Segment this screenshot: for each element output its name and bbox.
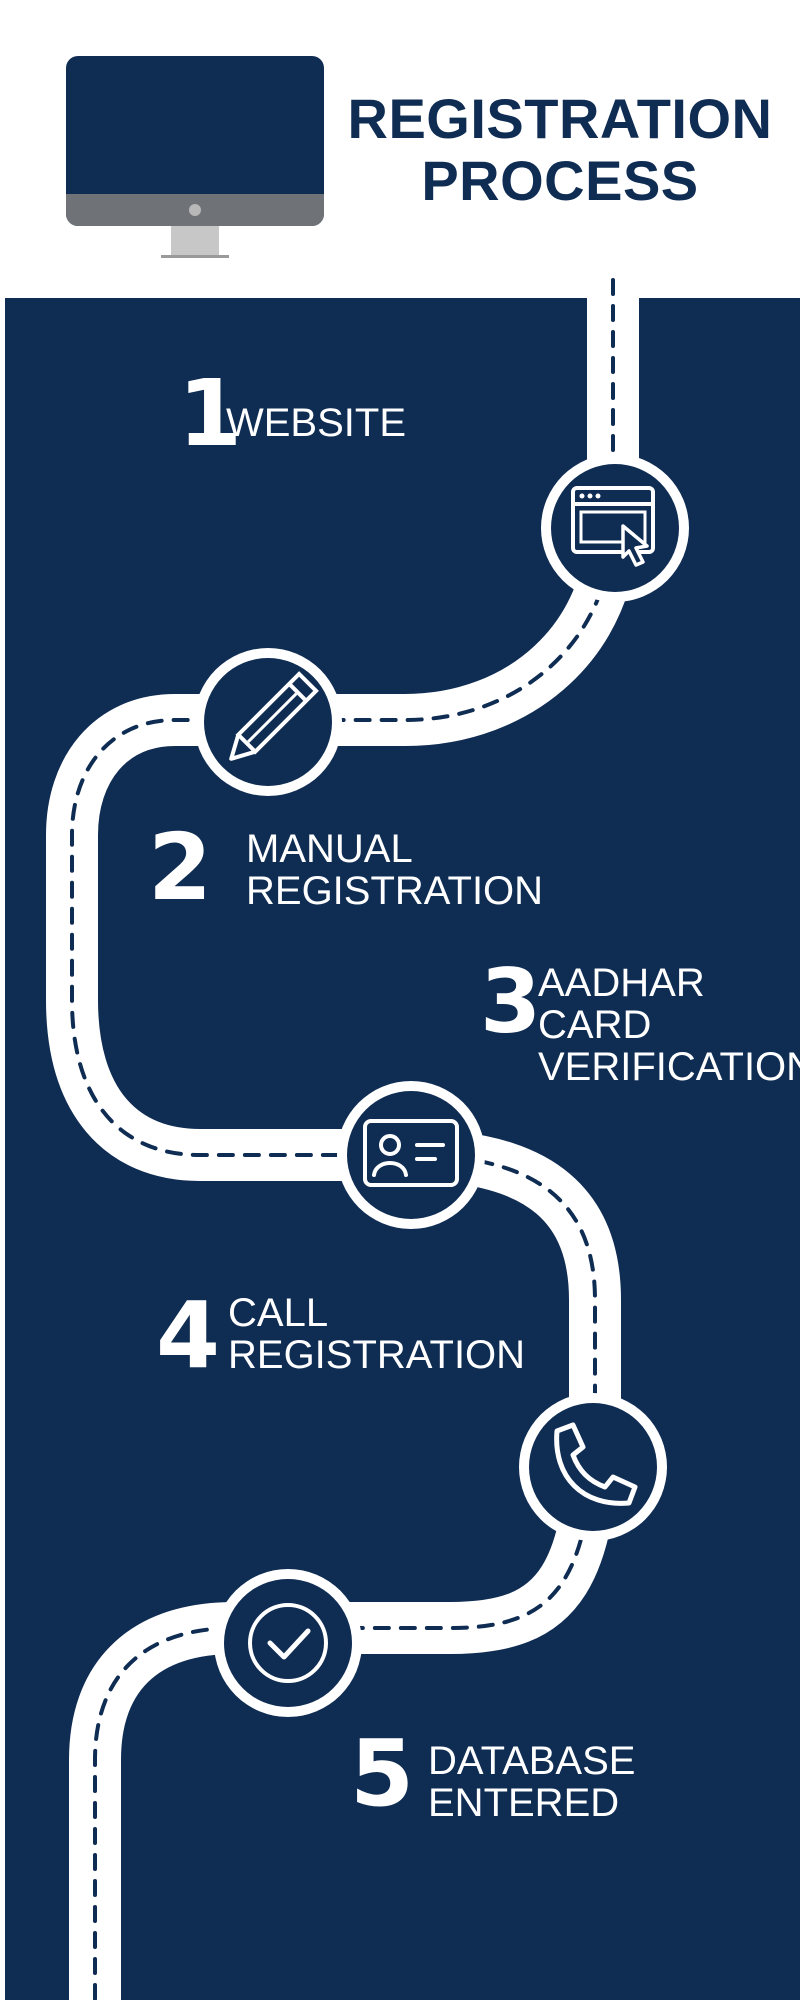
step-label-line: WEBSITE: [226, 401, 407, 445]
step-label-line: VERIFICATION: [538, 1045, 800, 1089]
page-title: REGISTRATION PROCESS: [330, 88, 790, 212]
step-label: WEBSITE: [226, 402, 406, 444]
step-label-line: CALL: [228, 1291, 329, 1335]
step-label-line: AADHAR: [538, 961, 705, 1005]
step-label-line: REGISTRATION: [246, 869, 544, 913]
step-label-line: CARD: [538, 1003, 652, 1047]
step-number: 4: [156, 1282, 221, 1389]
step-number: 1: [178, 360, 243, 467]
step-label-line: DATABASE: [428, 1739, 636, 1783]
browser-cursor-icon: [541, 454, 689, 602]
step-number: 5: [350, 1720, 415, 1827]
step-label: AADHAR CARD VERIFICATION: [538, 962, 800, 1088]
title-line-1: REGISTRATION: [347, 87, 773, 150]
step-label: CALL REGISTRATION: [228, 1292, 525, 1376]
step-label-line: ENTERED: [428, 1781, 620, 1825]
phone-icon: [519, 1393, 667, 1541]
step-number: 3: [480, 950, 542, 1053]
step-label: MANUAL REGISTRATION: [246, 828, 543, 912]
step-label-line: REGISTRATION: [228, 1333, 526, 1377]
header: REGISTRATION PROCESS: [0, 0, 800, 298]
checkmark-icon: [214, 1569, 362, 1717]
step-number: 2: [148, 814, 213, 921]
step-label: DATABASE ENTERED: [428, 1740, 635, 1824]
step-label-line: MANUAL: [246, 827, 413, 871]
desktop-monitor-icon: [66, 56, 324, 258]
title-line-2: PROCESS: [421, 149, 699, 212]
id-card-icon: [337, 1081, 485, 1229]
pencil-icon: [194, 648, 342, 796]
